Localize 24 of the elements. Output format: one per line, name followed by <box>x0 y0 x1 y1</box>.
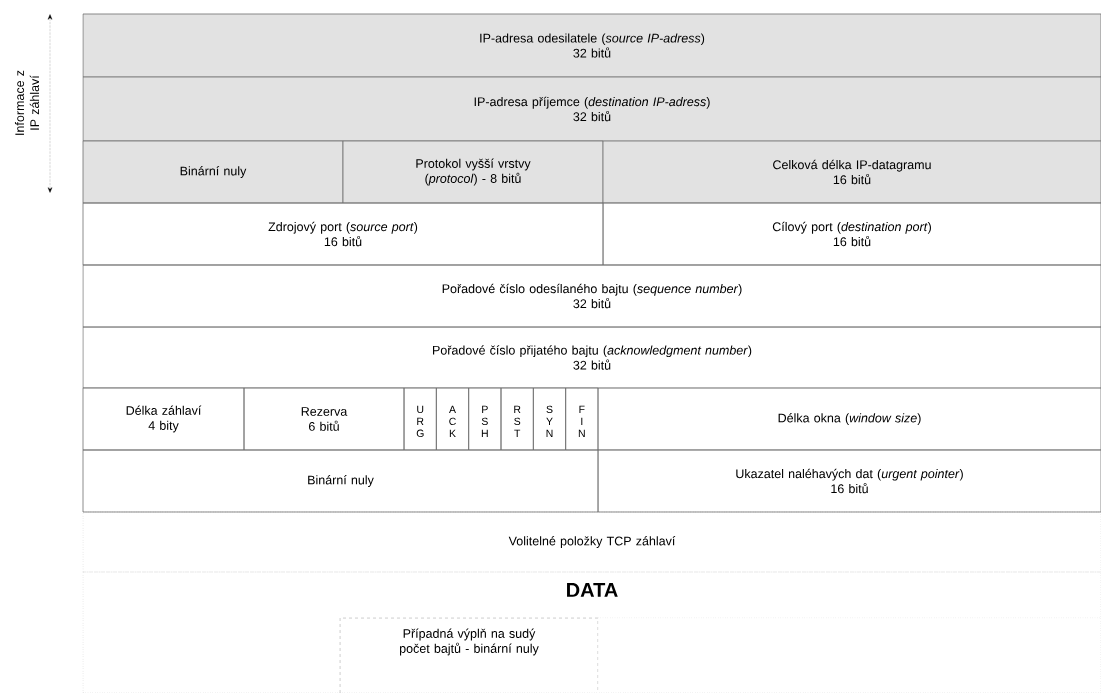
flag-field: PSH <box>468 387 502 451</box>
header-field: Cílový port (destination port) 16 bitů <box>602 202 1101 266</box>
header-field: Délka záhlaví 4 bity <box>82 387 245 451</box>
node-label: IP-adresa odesilatele (source IP-adress) <box>480 33 705 46</box>
padding-box: Případná výplň na sudý počet bajtů - binární nuly <box>339 617 599 693</box>
flag-field: ACK <box>435 387 470 451</box>
flag-field: FIN <box>565 387 599 451</box>
header-field: Binární nuly <box>82 140 344 204</box>
header-field: Zdrojový port (source port) 16 bitů <box>82 202 604 266</box>
header-field: Pořadové číslo odesílaného bajtu (sequence number) 32 bitů <box>82 264 1101 328</box>
flag-field: URG <box>403 387 437 451</box>
flag-field: SYN <box>532 387 567 451</box>
header-field: Ukazatel naléhavých dat (urgent pointer) 16 bitů <box>597 449 1101 513</box>
header-field: Pořadové číslo přijatého bajtu (acknowledgment number) 32 bitů <box>82 326 1101 389</box>
side-label: Informace z IP záhlaví <box>14 70 40 135</box>
header-field: Délka okna (window size) <box>597 387 1101 451</box>
node-label: 32 bitů <box>573 47 611 58</box>
header-field: Binární nuly <box>82 449 599 513</box>
header-field: Celková délka IP-datagramu 16 bitů <box>602 140 1101 204</box>
flag-field: RST <box>500 387 534 451</box>
header-field: IP-adresa odesilatele (source IP-adress) 32 bitů <box>82 13 1101 78</box>
header-field: Rezerva 6 bitů <box>243 387 405 451</box>
options-field: Volitelné položky TCP záhlaví <box>82 511 1101 573</box>
header-field: Protokol vyšší vrstvy (protocol) - 8 bitů <box>342 140 604 204</box>
